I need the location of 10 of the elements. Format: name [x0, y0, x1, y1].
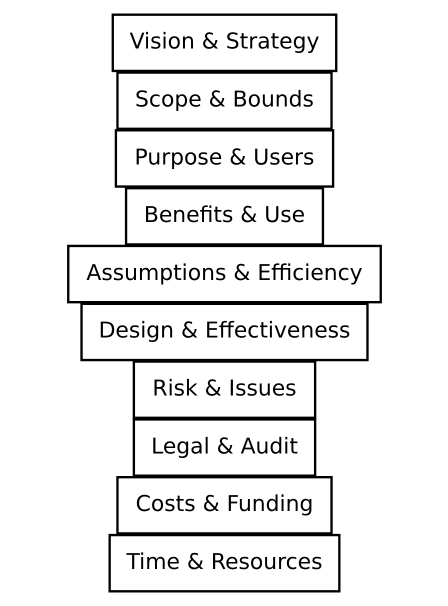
node-box: Assumptions & Efficiency: [66, 244, 382, 304]
node-box: Vision & Strategy: [111, 14, 337, 72]
node-box: Design & Effectiveness: [80, 302, 368, 362]
node-box: Benefits & Use: [124, 186, 324, 246]
node-box: Purpose & Users: [114, 129, 334, 188]
node-box: Legal & Audit: [132, 418, 316, 477]
node-box: Costs & Funding: [116, 476, 332, 535]
node-box: Risk & Issues: [132, 360, 316, 420]
node-box: Time & Resources: [108, 534, 340, 592]
node-box: Scope & Bounds: [116, 71, 332, 130]
